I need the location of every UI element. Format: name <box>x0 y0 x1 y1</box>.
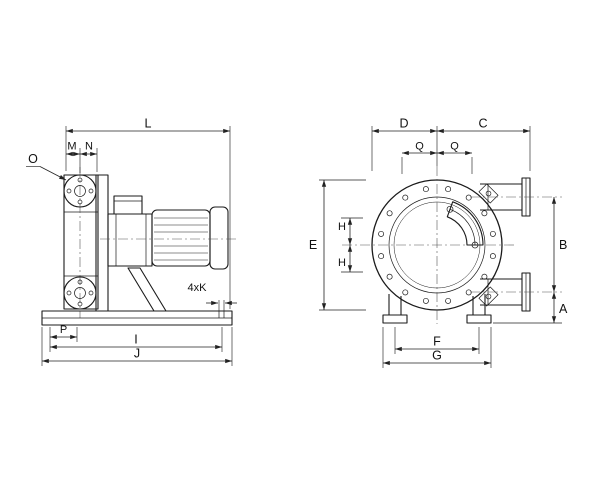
bolt-hole <box>77 279 83 285</box>
dim-Q-Q: Q Q <box>401 141 473 174</box>
dim-label-D: D <box>399 117 408 131</box>
pump-front-view: D C Q Q E H H <box>309 117 568 368</box>
bolt-hole <box>465 289 472 296</box>
dim-label-H-lower: H <box>338 257 346 269</box>
dim-label-L: L <box>145 117 152 131</box>
dim-B-A: B A <box>493 197 568 324</box>
dim-label-H-upper: H <box>338 221 346 233</box>
bolt-hole <box>386 210 393 217</box>
motor-body <box>151 209 211 267</box>
dim-label-K: 4xK <box>188 282 208 294</box>
lifting-lug-top <box>478 183 499 204</box>
dim-label-M: M <box>67 141 76 153</box>
dim-K: 4xK <box>188 282 237 311</box>
dim-L: L <box>65 117 231 309</box>
pump-head <box>63 167 109 318</box>
leader-line-O <box>39 166 67 181</box>
fan-cowl <box>209 206 229 270</box>
dim-O: O <box>26 152 67 181</box>
dim-E: E <box>309 179 366 311</box>
dim-label-N: N <box>85 141 93 153</box>
bolt-hole <box>422 297 429 304</box>
bolt-hole <box>402 194 409 201</box>
foot-pad <box>382 314 408 324</box>
dim-label-O: O <box>28 152 38 166</box>
dim-label-F: F <box>433 335 441 349</box>
dim-F-G: F G <box>382 327 492 368</box>
bolt-hole <box>77 177 83 183</box>
hose-crescent <box>446 201 484 249</box>
dim-label-C: C <box>478 117 487 131</box>
pump-head-body <box>63 174 99 310</box>
bolt-hole <box>88 188 94 194</box>
bolt-hole <box>402 289 409 296</box>
dim-label-B: B <box>559 238 567 252</box>
motor <box>100 206 236 270</box>
dim-label-I: I <box>134 333 137 347</box>
port-bottom <box>470 272 562 312</box>
dim-label-Q-left: Q <box>415 141 424 153</box>
lifting-lug-bottom <box>478 286 499 307</box>
terminal-box <box>113 195 143 215</box>
bolt-hole <box>489 230 496 237</box>
bolt-hole <box>77 199 83 205</box>
dim-label-Q-right: Q <box>450 141 459 153</box>
bolt-hole <box>481 210 488 217</box>
foot-pad <box>466 314 492 324</box>
dim-label-A: A <box>559 302 568 316</box>
pump-side-view: L M N O 4xK <box>26 117 237 366</box>
bolt-hole <box>88 290 94 296</box>
bolt-hole <box>378 230 385 237</box>
dim-M-N: M N <box>66 141 98 173</box>
dim-label-P: P <box>60 324 67 336</box>
dim-label-G: G <box>432 349 442 363</box>
flange-top <box>63 174 97 208</box>
port-top <box>470 177 562 217</box>
support-strut <box>127 267 167 312</box>
dim-label-E: E <box>309 238 317 252</box>
bolt-hole <box>422 186 429 193</box>
bolt-ring <box>378 186 496 304</box>
bolt-hole <box>489 253 496 260</box>
foot-right <box>466 294 492 324</box>
dim-label-J: J <box>134 347 140 361</box>
gearbox <box>107 195 153 267</box>
dim-P-I-J: P I J <box>41 324 233 366</box>
bolt-hole <box>66 290 72 296</box>
base-plate <box>41 310 233 326</box>
bolt-hole <box>77 301 83 307</box>
bolt-hole <box>465 194 472 201</box>
bolt-hole <box>445 297 452 304</box>
dim-D-C: D C <box>371 117 531 171</box>
bolt-hole <box>445 186 452 193</box>
flange-bottom <box>63 276 97 310</box>
dim-H-H: H H <box>338 217 363 273</box>
bolt-hole <box>378 253 385 260</box>
foot-left <box>382 294 408 324</box>
bolt-hole <box>66 188 72 194</box>
pump-housing <box>342 166 516 324</box>
bolt-hole <box>386 273 393 280</box>
